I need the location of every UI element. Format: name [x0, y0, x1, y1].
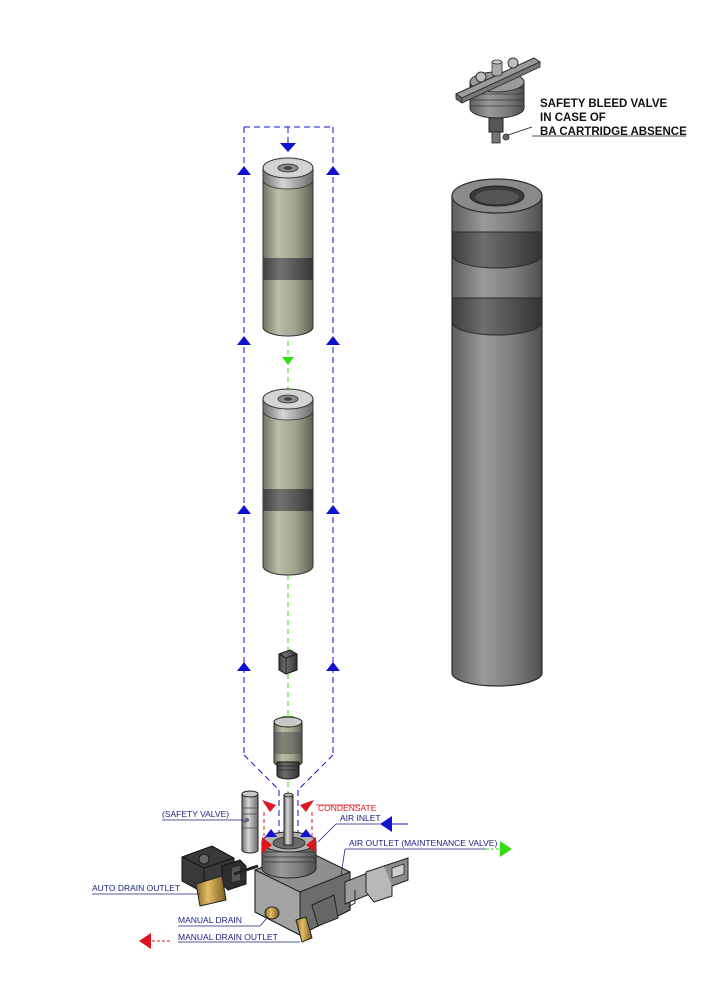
base-manifold: [254, 792, 409, 943]
air-inlet-arrow: [380, 816, 408, 832]
condensate-arrows: [262, 800, 316, 853]
filter-housing: [451, 178, 543, 687]
air-flow-arrows: [237, 143, 340, 671]
auto-drain-outlet-label: AUTO DRAIN OUTLET: [92, 883, 180, 893]
safety-bleed-label-line1: SAFETY BLEED VALVE: [540, 98, 667, 110]
upper-cartridge: [262, 157, 314, 337]
safety-valve-label: (SAFETY VALVE): [162, 809, 229, 819]
condensate-dash: [263, 812, 313, 836]
manual-drain-outlet-arrow: [139, 933, 172, 949]
air-outlet-arrow: [486, 841, 512, 857]
safety-bleed-label-line3: BA CARTRIDGE ABSENCE: [540, 126, 687, 138]
safety-bleed-valve: [454, 57, 542, 144]
filter-bowl: [273, 716, 303, 780]
base-air-arrows: [265, 829, 312, 837]
air-inlet-label: AIR INLET: [340, 813, 381, 823]
safety-bleed-label-line2: IN CASE OF: [540, 112, 606, 124]
condensate-label: CONDENSATE: [318, 803, 377, 813]
leader-lines: [92, 819, 486, 943]
manual-drain-label: MANUAL DRAIN: [178, 915, 242, 925]
manual-drain-outlet-label: MANUAL DRAIN OUTLET: [178, 932, 278, 942]
hex-connector: [278, 649, 298, 675]
auto-drain-solenoid: [181, 845, 259, 907]
air-outlet-label: AIR OUTLET (MAINTENANCE VALVE): [349, 838, 497, 848]
safety-valve: [241, 790, 259, 854]
lower-cartridge: [262, 388, 314, 576]
